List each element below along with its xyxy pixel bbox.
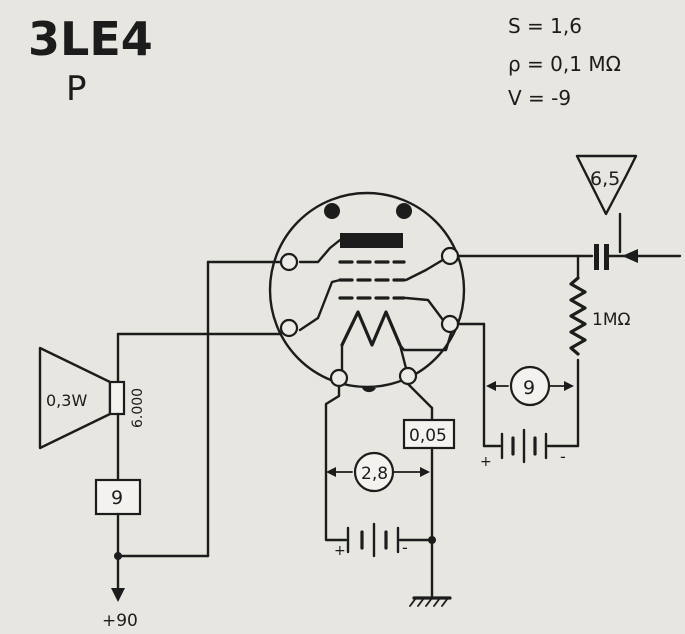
pin-2 (279, 318, 299, 338)
pin-3 (329, 368, 349, 388)
supply-voltage-label: +90 (102, 611, 138, 631)
filament-voltage-circle (353, 451, 395, 493)
pin-6 (440, 246, 460, 266)
filament (340, 310, 402, 347)
output-impedance-label: 6.000 (130, 388, 146, 428)
filament-current-label: 0,05 (409, 426, 447, 446)
anode-plate (340, 233, 403, 248)
ground-symbol (409, 596, 452, 607)
filament-plus-mark: + (334, 543, 346, 559)
param-v: V = -9 (508, 86, 571, 110)
tube-type-title: 3LE4 (28, 12, 153, 66)
filament-minus-mark: - (402, 538, 408, 557)
speaker-power-label: 0,3W (46, 391, 87, 410)
bias-voltage-label: 9 (523, 377, 535, 399)
loudspeaker (38, 346, 126, 450)
filament-circuit: 0,05 2,8 + - (324, 382, 456, 607)
filament-current-box (402, 418, 456, 450)
pin-5 (440, 314, 460, 334)
filament-voltage-label: 2,8 (361, 464, 388, 484)
pin-1 (279, 252, 299, 272)
grid-resistor (569, 276, 587, 356)
input-probe-triangle (575, 154, 638, 216)
grid-resistor-label: 1MΩ (592, 310, 630, 330)
input-circuit: 6,5 1MΩ 9 (456, 154, 682, 470)
tube-envelope (268, 191, 466, 393)
param-s: S = 1,6 (508, 14, 582, 38)
bias-battery (500, 428, 548, 464)
input-level-label: 6,5 (590, 168, 620, 190)
bias-plus-mark: + (480, 454, 492, 470)
tube-function-label: P (66, 69, 87, 109)
filament-battery (346, 522, 400, 558)
input-arrow (622, 249, 638, 263)
supply-arrow (111, 588, 125, 602)
output-circuit: 0,3W 6.000 9 +90 (38, 260, 283, 631)
pin-4 (398, 366, 418, 386)
grid-lines (338, 260, 406, 300)
coupling-capacitor (594, 244, 599, 270)
anode-drop-label: 9 (111, 487, 123, 509)
param-rho: ρ = 0,1 MΩ (508, 52, 621, 76)
bias-minus-mark: - (560, 447, 566, 466)
bias-voltage-circle (509, 365, 551, 407)
